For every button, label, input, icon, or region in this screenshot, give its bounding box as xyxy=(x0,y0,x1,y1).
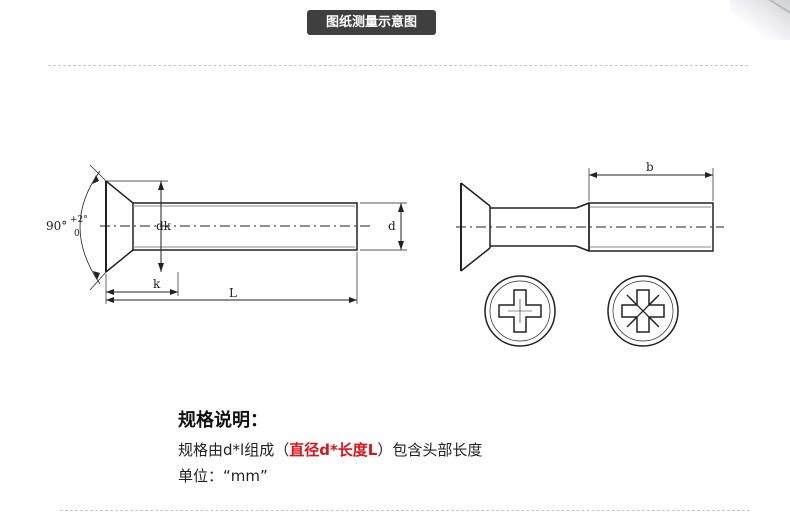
left-screw-view xyxy=(79,164,407,304)
k-label: k xyxy=(153,277,161,291)
spec-size-line: 规格由d*l组成（直径d*长度L）包含头部长度 xyxy=(178,437,482,463)
spec-title: 规格说明： xyxy=(178,410,268,431)
spec-size-highlight: 直径d*长度L xyxy=(289,441,378,459)
L-label: L xyxy=(229,286,237,300)
right-screw-view xyxy=(456,168,724,272)
spec-section: 规格说明： 规格由d*l组成（直径d*长度L）包含头部长度 单位：“mm” xyxy=(178,407,482,489)
angle-tolerance-zero: 0 xyxy=(74,229,80,239)
spec-size-prefix: 规格由d*l组成（ xyxy=(178,441,290,459)
d-label: d xyxy=(388,219,396,233)
top-divider xyxy=(48,65,748,66)
bottom-divider xyxy=(60,510,750,511)
page-title: 图纸测量示意图 xyxy=(307,10,436,35)
angle-tolerance-plus: +2° xyxy=(70,215,88,225)
dk-label: dk xyxy=(156,219,172,233)
pozidriv-head-icon xyxy=(607,275,679,347)
angle-label: 90° xyxy=(46,219,67,233)
phillips-head-icon xyxy=(484,275,556,347)
spec-unit-line: 单位：“mm” xyxy=(178,467,268,485)
b-label: b xyxy=(646,160,654,174)
spec-size-suffix: ）包含头部长度 xyxy=(377,441,483,459)
